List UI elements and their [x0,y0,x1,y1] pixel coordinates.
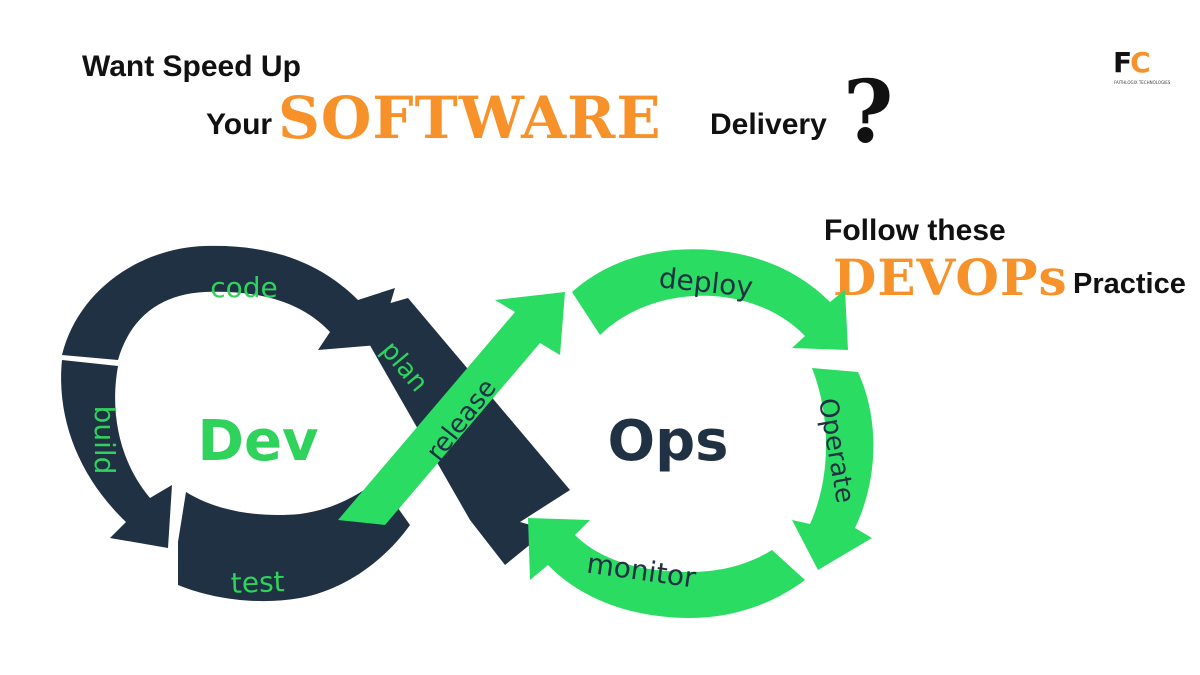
headline-your: Your [206,108,273,141]
ops-loop [338,249,874,618]
release-arrow [338,292,565,525]
logo-letter-c: C [1130,46,1151,79]
subheadline-devops: DEVOPs [833,248,1068,307]
headline-line-1: Want Speed Up [82,50,301,83]
stage-test: test [230,565,285,600]
question-mark: ? [843,62,894,163]
headline-software: SOFTWARE [278,84,662,152]
logo-caption: FAITHLOGIX TECHNOLOGIES [1114,80,1171,85]
deploy-arrow [572,249,848,350]
company-logo: FC FAITHLOGIX TECHNOLOGIES [1108,46,1188,96]
stage-build: build [88,406,121,475]
ops-label: Ops [607,409,728,474]
monitor-arrow [528,518,805,618]
build-arrow [61,360,172,548]
subheadline-follow: Follow these [824,214,1006,247]
operate-arrow [792,368,874,570]
code-arrow [62,245,395,360]
logo-letter-f: F [1113,46,1132,79]
subheadline-practice: Practice [1073,268,1186,300]
stage-code: code [210,271,278,304]
dev-label: Dev [198,409,319,474]
headline-delivery: Delivery [710,108,827,141]
